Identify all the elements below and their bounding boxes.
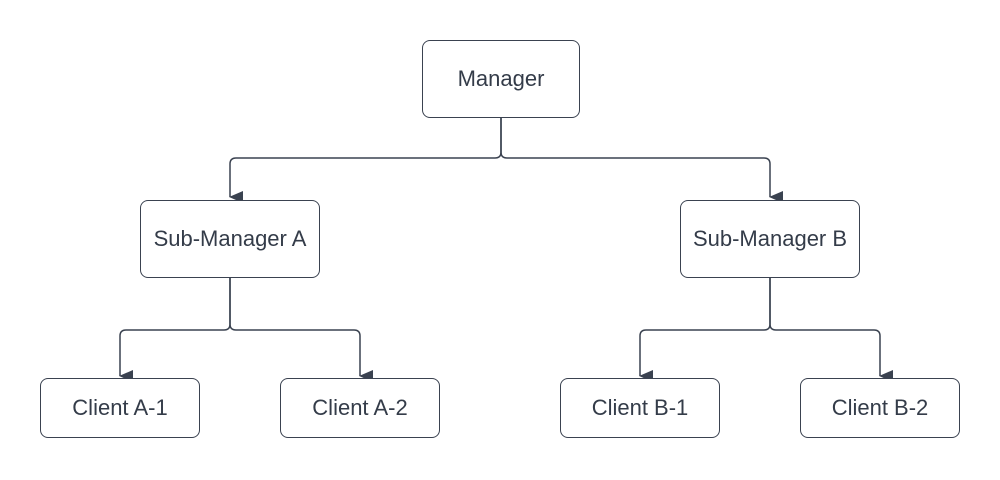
connector-sub-b-client-b1 [639, 278, 771, 382]
node-client-b2-label: Client B-2 [831, 394, 929, 420]
connector-sub-a-client-a2 [229, 278, 373, 382]
node-sub-manager-b-label: Sub-Manager B [692, 225, 848, 251]
node-client-a1-label: Client A-1 [72, 394, 168, 420]
node-client-a2: Client A-2 [280, 378, 440, 438]
node-manager-label: Manager [457, 65, 545, 91]
node-client-a2-label: Client A-2 [312, 394, 408, 420]
node-client-b2: Client B-2 [800, 378, 960, 438]
node-sub-manager-b: Sub-Manager B [680, 200, 860, 278]
node-client-a1: Client A-1 [40, 378, 200, 438]
node-client-b1: Client B-1 [560, 378, 720, 438]
node-sub-manager-a: Sub-Manager A [140, 200, 320, 278]
node-sub-manager-a-label: Sub-Manager A [153, 225, 307, 251]
connector-sub-a-client-a1 [119, 278, 231, 382]
connector-manager-sub-a [229, 118, 502, 203]
connector-manager-sub-b [500, 118, 783, 203]
node-client-b1-label: Client B-1 [591, 394, 689, 420]
connector-sub-b-client-b2 [769, 278, 893, 382]
node-manager: Manager [422, 40, 580, 118]
